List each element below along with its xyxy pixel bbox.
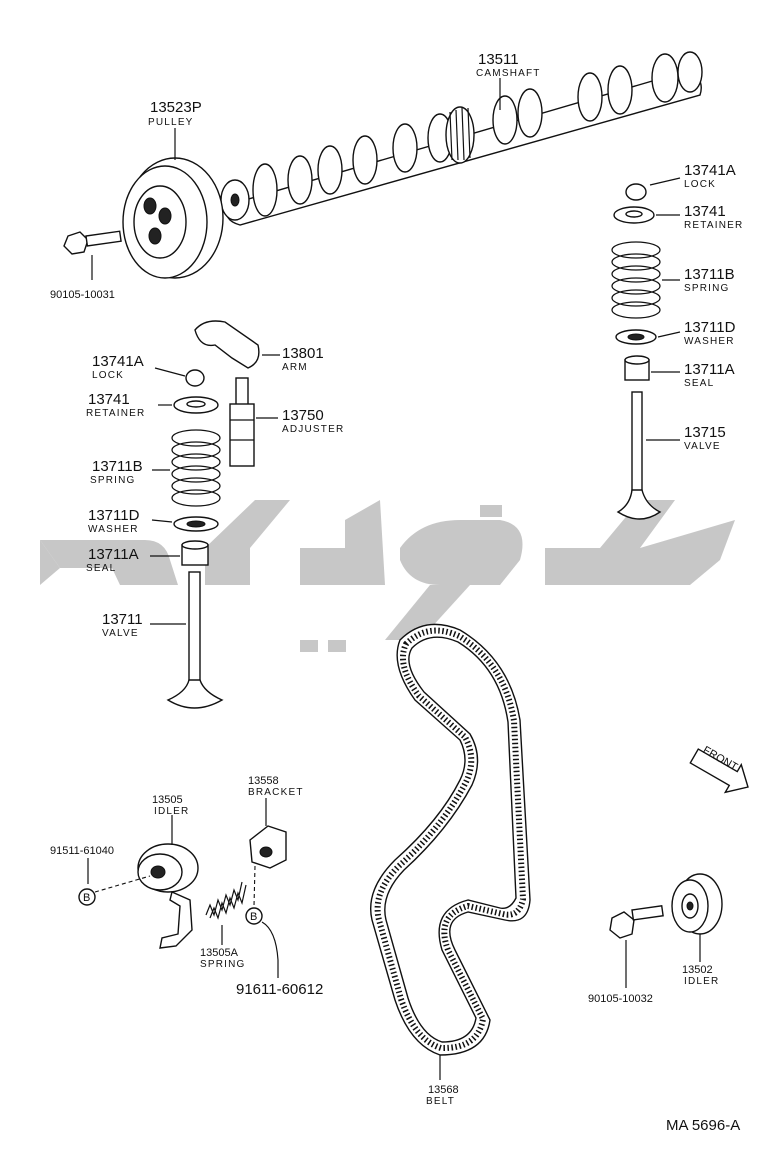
lock-right xyxy=(625,183,647,201)
seal-right-name: SEAL xyxy=(684,378,714,389)
lock-right-leader xyxy=(649,177,681,186)
retainer-right-name: RETAINER xyxy=(684,220,743,231)
idler-right-bolt-part-number: 90105-10032 xyxy=(588,993,653,1005)
idler-right-bolt xyxy=(609,905,664,939)
belt-name: BELT xyxy=(426,1096,455,1107)
washer-right-part-number: 13711D xyxy=(684,319,736,336)
spring-left xyxy=(171,429,221,507)
seal-right-part-number: 13711A xyxy=(684,361,735,378)
retainer-right-part-number: 13741 xyxy=(684,203,726,220)
camshaft-lobes xyxy=(252,51,703,217)
bracket-name: BRACKET xyxy=(248,787,304,798)
rocker-arm xyxy=(194,320,260,369)
pulley-name: PULLEY xyxy=(148,117,194,128)
spring-right-part-number: 13711B xyxy=(684,266,735,283)
tension-spring xyxy=(205,881,247,920)
drawing-code: MA 5696-A xyxy=(666,1117,740,1134)
lock-left-part-number: 13741A xyxy=(92,353,144,370)
seal-left-name: SEAL xyxy=(86,563,116,574)
adjuster-name: ADJUSTER xyxy=(282,424,344,435)
spring-right xyxy=(611,241,661,319)
washer-left xyxy=(173,516,219,532)
idler-pulley xyxy=(137,843,199,949)
idler-bolt-dashed-line xyxy=(94,875,151,893)
washer-left-part-number: 13711D xyxy=(88,507,140,524)
idler-right-name: IDLER xyxy=(684,976,719,987)
valve-right-name: VALVE xyxy=(684,441,721,452)
lash-adjuster xyxy=(229,377,255,467)
bracket-bolt-dashed-line xyxy=(253,865,256,907)
lock-left xyxy=(185,369,205,387)
camshaft xyxy=(220,51,703,226)
pulley-bolt xyxy=(63,230,122,255)
belt-part-number: 13568 xyxy=(428,1084,459,1096)
idler-right xyxy=(671,873,723,935)
camshaft-gear-teeth xyxy=(449,107,471,161)
valve-left-name: VALVE xyxy=(102,628,139,639)
pulley-part-number: 13523P xyxy=(150,99,202,116)
washer-left-name: WASHER xyxy=(88,524,139,535)
pulley-bolt-part-number: 90105-10031 xyxy=(50,289,115,301)
lock-left-name: LOCK xyxy=(92,370,124,381)
retainer-right xyxy=(613,206,655,224)
washer-right xyxy=(615,329,657,345)
bracket-bolt-part-number: 91611-60612 xyxy=(236,981,323,998)
seal-left xyxy=(181,540,209,566)
watermark-logo xyxy=(40,500,735,652)
bracket-part-number: 13558 xyxy=(248,775,279,787)
retainer-left-name: RETAINER xyxy=(86,408,145,419)
lock-right-name: LOCK xyxy=(684,179,716,190)
arm-name: ARM xyxy=(282,362,308,373)
spring-left-name: SPRING xyxy=(90,475,136,486)
camshaft-part-number: 13511 xyxy=(478,51,519,68)
idler-name: IDLER xyxy=(154,806,189,817)
idler-right-part-number: 13502 xyxy=(682,964,713,976)
washer-left-leader xyxy=(151,519,173,523)
front-arrow xyxy=(689,748,749,794)
seal-right xyxy=(624,355,650,381)
ref-b-left-text: B xyxy=(83,892,90,904)
retainer-left xyxy=(173,396,219,414)
timing-belt xyxy=(370,623,531,1056)
ref-b-right-text: B xyxy=(250,911,257,923)
seal-left-part-number: 13711A xyxy=(88,546,139,563)
ref-b-right-circle: B xyxy=(245,907,263,925)
lock-left-leader xyxy=(154,367,186,377)
ref-b-left-circle: B xyxy=(78,888,96,906)
washer-right-name: WASHER xyxy=(684,336,735,347)
bracket xyxy=(249,825,287,869)
valve-right xyxy=(616,391,662,520)
camshaft-name: CAMSHAFT xyxy=(476,68,541,79)
spring-right-name: SPRING xyxy=(684,283,730,294)
valve-right-part-number: 13715 xyxy=(684,424,726,441)
bracket-bolt-leader xyxy=(261,921,279,978)
retainer-left-part-number: 13741 xyxy=(88,391,130,408)
valve-left-part-number: 13711 xyxy=(102,611,143,628)
lock-right-part-number: 13741A xyxy=(684,162,736,179)
idler-part-number: 13505 xyxy=(152,794,183,806)
idler-bolt-part-number: 91511-61040 xyxy=(50,845,114,857)
valve-left xyxy=(166,571,224,709)
washer-right-leader xyxy=(657,331,681,338)
tension-spring-part-number: 13505A xyxy=(200,947,239,959)
adjuster-part-number: 13750 xyxy=(282,407,324,424)
pulley xyxy=(122,157,224,279)
spring-left-part-number: 13711B xyxy=(92,458,143,475)
arm-part-number: 13801 xyxy=(282,345,324,362)
tension-spring-name: SPRING xyxy=(200,959,246,970)
